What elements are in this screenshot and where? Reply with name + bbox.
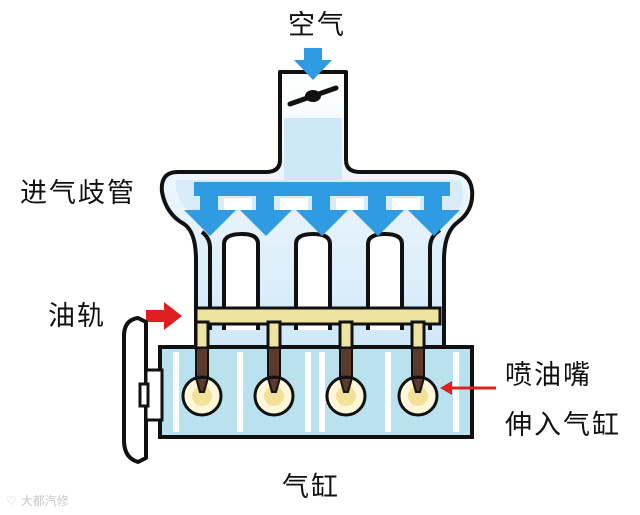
cylinder-label: 气缸 — [282, 472, 340, 503]
injector-into-cylinder-label: 伸入气缸 — [505, 410, 621, 441]
intake-runners — [200, 228, 442, 330]
air-label: 空气 — [288, 10, 346, 41]
injector-3 — [325, 347, 367, 417]
air-flow-arrows — [184, 182, 460, 236]
watermark-text: 大都汽修 — [20, 494, 69, 508]
intake-manifold-label: 进气歧管 — [20, 178, 136, 209]
end-pulley — [122, 316, 164, 464]
injector-4 — [397, 347, 439, 417]
injector-pointer-arrow — [440, 381, 496, 395]
throttle-valve — [287, 85, 339, 107]
injectors — [181, 347, 439, 417]
injector-1 — [181, 347, 223, 417]
air-inlet-arrow — [294, 48, 332, 80]
fuel-rail-pointer-arrow — [146, 302, 182, 330]
fuel-rail — [194, 306, 442, 350]
fuel-rail-label: 油轨 — [48, 301, 106, 332]
injector-2 — [253, 347, 295, 417]
injector-label: 喷油嘴 — [505, 360, 592, 391]
watermark: ♡ 大都汽修 — [6, 492, 69, 509]
weibo-icon: ♡ — [6, 493, 17, 508]
